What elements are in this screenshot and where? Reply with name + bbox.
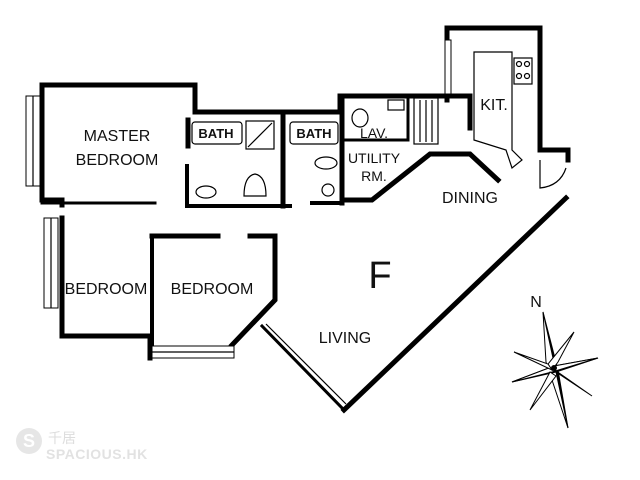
shower-1: [245, 120, 275, 150]
bath-2-label: BATH: [296, 126, 331, 141]
utility-label-1: UTILITY: [348, 150, 401, 166]
bath-1-label: BATH: [198, 126, 233, 141]
bathtub-1: [191, 121, 243, 145]
kitchen-stove: [513, 57, 533, 85]
utility-shelf: [413, 97, 439, 145]
watermark: S 千居 SPACIOUS.HK: [16, 428, 148, 464]
dining-label: DINING: [442, 190, 498, 207]
watermark-text: SPACIOUS.HK: [46, 446, 148, 462]
sink-1: [243, 173, 267, 197]
sink-2: [321, 183, 335, 197]
interior-walls: [40, 93, 502, 347]
exterior-walls: [39, 25, 571, 414]
utility-label-2: RM.: [361, 168, 387, 184]
kitchen-label: KIT.: [480, 97, 508, 114]
window-kitchen: [444, 39, 452, 95]
compass-north-label: N: [530, 294, 542, 311]
compass-icon: N: [511, 294, 599, 429]
toilet-1: [195, 185, 217, 199]
fixtures: [191, 51, 567, 199]
bedroom-right-label: BEDROOM: [171, 281, 254, 298]
watermark-logo-icon: S: [16, 428, 42, 454]
toilet-lav: [351, 108, 369, 128]
toilet-2: [314, 156, 338, 170]
lav-label: LAV.: [360, 125, 388, 141]
sink-lav: [387, 99, 405, 111]
bathtub-2: [289, 121, 339, 145]
living-label: LIVING: [319, 330, 371, 347]
windows: [25, 39, 452, 405]
unit-label: F: [368, 255, 391, 297]
master-bedroom-label-1: MASTER: [84, 128, 151, 145]
watermark-chinese: 千居: [48, 431, 76, 447]
master-bedroom-label-2: BEDROOM: [76, 152, 159, 169]
bedroom-left-label: BEDROOM: [65, 281, 148, 298]
entrance-door: [539, 160, 567, 189]
kitchen-counter: [473, 51, 523, 170]
window-living: [265, 323, 347, 405]
